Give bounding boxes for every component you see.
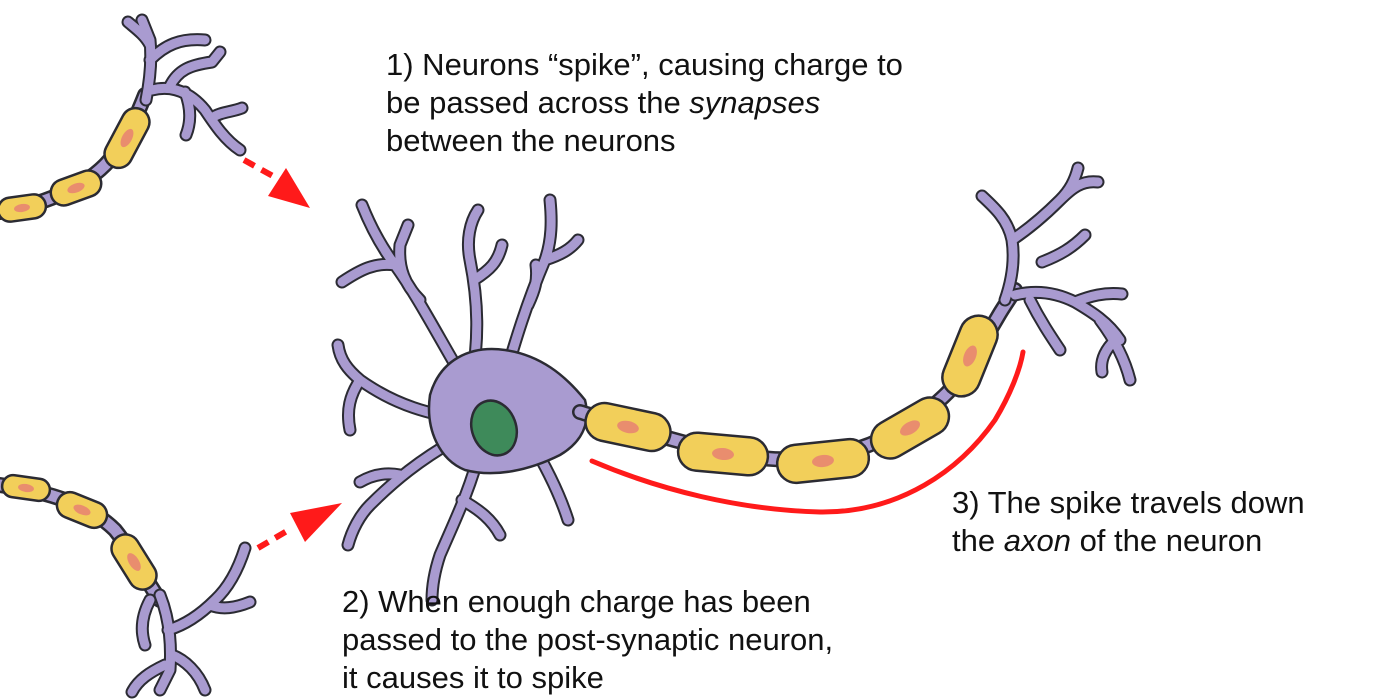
presynaptic-neuron-bottom <box>0 474 250 692</box>
caption-step-3-line-2: the axon of the neuron <box>952 522 1305 560</box>
axon-term: axon <box>1004 523 1071 558</box>
caption-step-1-line-1: 1) Neurons “spike”, causing charge to <box>386 46 903 84</box>
caption-step-2: 2) When enough charge has been passed to… <box>342 583 833 697</box>
caption-step-1-line-2: be passed across the synapses <box>386 84 903 122</box>
caption-step-2-line-1: 2) When enough charge has been <box>342 583 833 621</box>
spike-arrow-bottom <box>258 503 342 548</box>
caption-step-2-line-3: it causes it to spike <box>342 659 833 697</box>
spike-arrow-top <box>244 160 310 208</box>
presynaptic-neuron-top <box>0 20 242 223</box>
bottom-myelin-sheath <box>1 474 162 595</box>
caption-step-1: 1) Neurons “spike”, causing charge to be… <box>386 46 903 160</box>
caption-step-3: 3) The spike travels down the axon of th… <box>952 484 1305 560</box>
caption-step-3-line-2-pre: the <box>952 523 1004 558</box>
top-myelin-sheath <box>0 103 154 223</box>
caption-step-3-line-1: 3) The spike travels down <box>952 484 1305 522</box>
synapses-term: synapses <box>689 85 820 120</box>
main-axon-terminal <box>982 168 1130 380</box>
caption-step-3-line-2-post: of the neuron <box>1071 523 1262 558</box>
caption-step-2-line-2: passed to the post-synaptic neuron, <box>342 621 833 659</box>
caption-step-1-line-3: between the neurons <box>386 122 903 160</box>
caption-step-1-line-2-text: be passed across the <box>386 85 689 120</box>
